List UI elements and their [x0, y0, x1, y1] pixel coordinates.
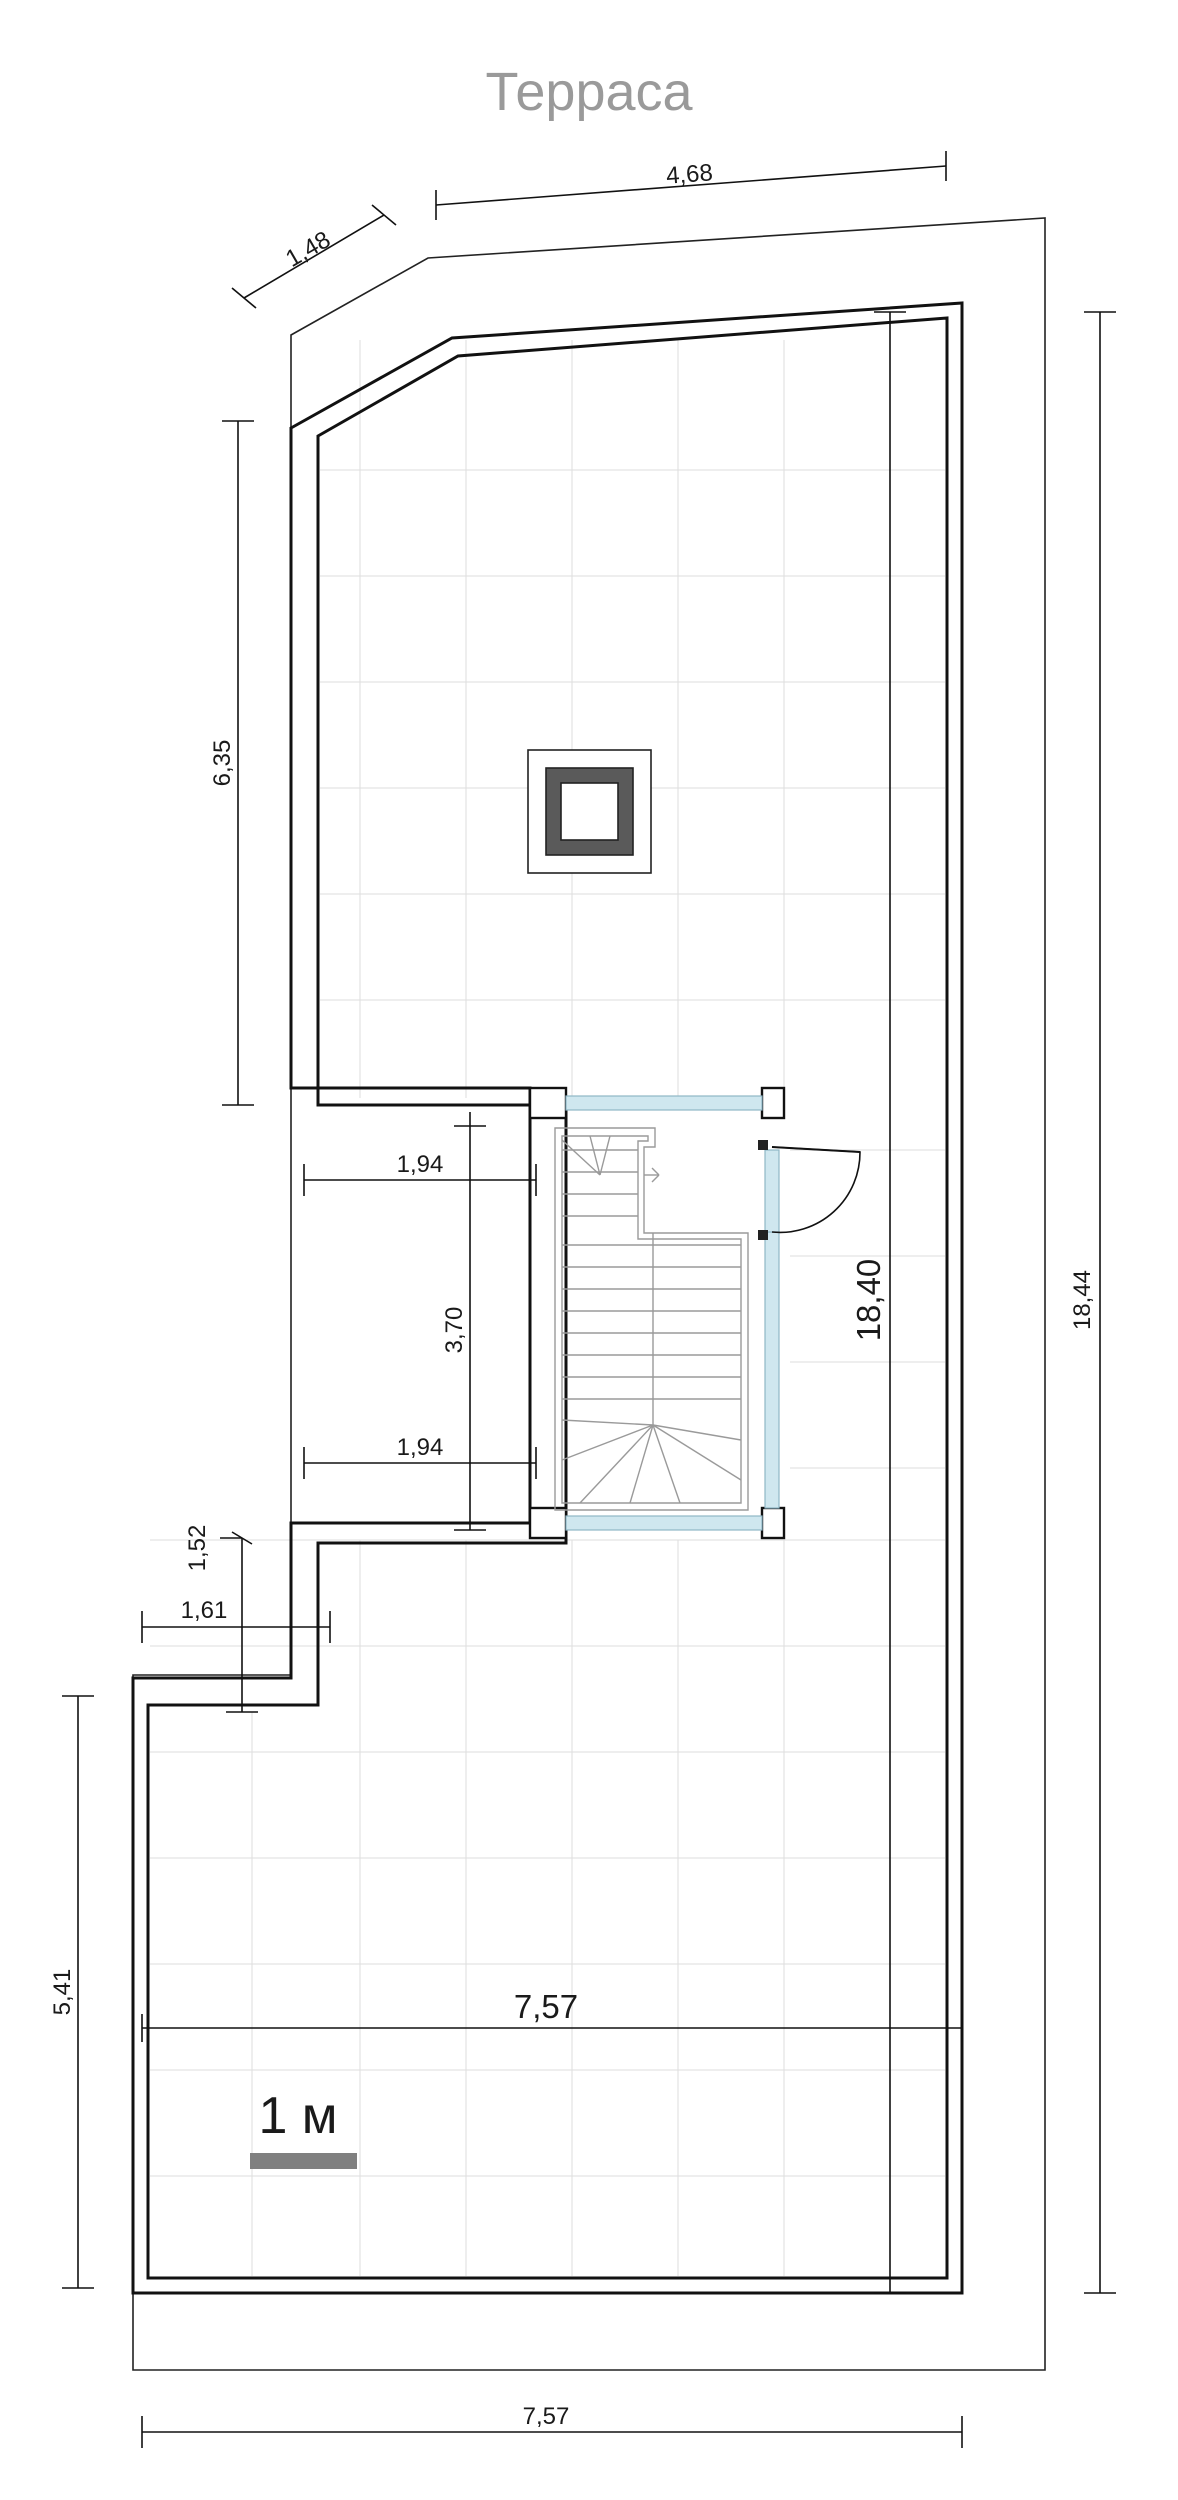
stair-winder — [652, 1424, 742, 1441]
glass-wall-top — [565, 1095, 763, 1111]
stair-winder — [561, 1424, 654, 1461]
scale-label: 1 м — [258, 2087, 337, 2145]
dim-left-upper-height: 6,35 — [209, 740, 236, 787]
stair-winder — [629, 1424, 654, 1504]
plan-title: Терраса — [485, 62, 693, 122]
dim-bottom-width: 7,57 — [523, 2403, 570, 2430]
dim-stair-bottom-width: 1,94 — [397, 1434, 444, 1461]
dim-inner-width: 7,57 — [514, 1988, 578, 2025]
stair-treads — [562, 1149, 741, 1400]
dim-outer-height: 18,44 — [1069, 1270, 1096, 1330]
stair-winder — [589, 1135, 601, 1176]
stair-winder — [652, 1424, 742, 1481]
stair-winder — [652, 1424, 681, 1504]
stair-winder — [579, 1424, 654, 1504]
stair-enclosure — [528, 1086, 861, 1540]
dim-inner-height: 18,40 — [850, 1259, 887, 1342]
scale-bar — [250, 2153, 357, 2169]
chimney — [527, 749, 652, 874]
stair-winder — [561, 1419, 654, 1426]
dimension-lines — [62, 151, 1116, 2448]
dim-step-width: 1,61 — [181, 1597, 228, 1624]
glass-wall-bottom — [565, 1515, 763, 1531]
dim-left-lower-height: 5,41 — [49, 1969, 76, 2016]
tile-grid — [150, 340, 945, 2276]
terrace-wall — [131, 301, 964, 2295]
dim-stair-height: 3,70 — [441, 1307, 468, 1354]
outer-boundary — [132, 217, 1046, 2371]
dim-top-width: 4,68 — [665, 159, 714, 189]
dim-top-diagonal: 1,48 — [281, 226, 335, 273]
glass-wall-side — [764, 1231, 780, 1509]
stair-winder — [561, 1139, 601, 1176]
glass-door-opening — [764, 1149, 780, 1233]
stair-winder — [599, 1135, 611, 1176]
door-swing — [771, 1146, 861, 1234]
dim-step-small: 1,52 — [184, 1525, 211, 1572]
stair-winders — [561, 1135, 742, 1504]
dim-stair-top-width: 1,94 — [397, 1151, 444, 1178]
